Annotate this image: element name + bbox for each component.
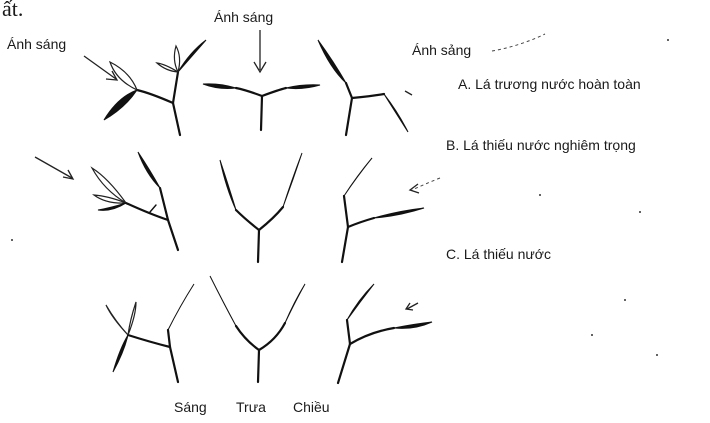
light-arrow-row-b-left [35, 157, 73, 179]
plant-c-morning [106, 284, 194, 382]
plant-c-afternoon [338, 284, 432, 383]
plant-b-afternoon [342, 158, 424, 262]
light-arrow-row-b-right [410, 178, 440, 193]
plant-b-noon [220, 153, 302, 262]
plant-b-morning [92, 152, 178, 250]
light-arrow-right-dashed [405, 34, 545, 95]
plant-c-noon [210, 276, 305, 382]
plant-a-morning [104, 40, 206, 135]
plant-a-noon [203, 84, 320, 130]
plant-a-afternoon [318, 40, 408, 135]
light-arrow-top [254, 30, 266, 72]
light-arrow-row-c-right [406, 303, 418, 310]
